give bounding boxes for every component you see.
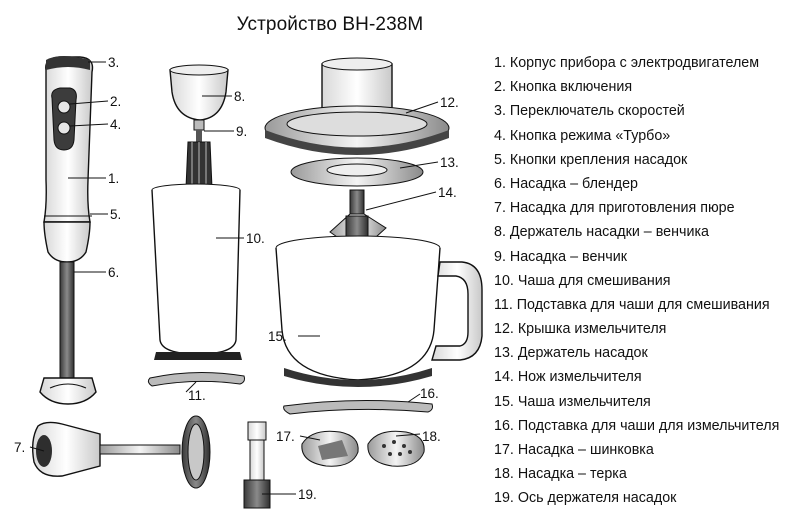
callout-8: 8. — [234, 89, 245, 104]
mixing-bowl — [151, 183, 242, 360]
motor-body — [43, 56, 94, 263]
callout-3: 3. — [108, 55, 119, 70]
whisk — [185, 130, 213, 189]
attachment-holder — [290, 157, 424, 187]
chopper-lid — [264, 57, 450, 155]
puree-attachment — [31, 415, 211, 489]
parts-list-item: 1. Корпус прибора с электродвигателем — [494, 55, 760, 71]
blender-shaft — [39, 261, 97, 405]
chopper-bowl — [275, 235, 483, 387]
callout-18: 18. — [422, 429, 441, 444]
callout-19: 19. — [298, 487, 317, 502]
parts-list-item: 18. Насадка – терка — [494, 466, 627, 483]
parts-list-item: 15. Чаша измельчителя — [494, 393, 651, 410]
mixing-bowl-stand — [147, 371, 245, 387]
parts-list-item: 5. Кнопки крепления насадок — [494, 151, 688, 168]
parts-list-item: 3. Переключатель скоростей — [494, 103, 685, 120]
callout-10: 10. — [246, 231, 265, 246]
parts-list-item: 14. Нож измельчителя — [494, 369, 642, 386]
parts-list-item: 6. Насадка – блендер — [494, 175, 639, 192]
grating-disc — [367, 430, 425, 467]
callout-14: 14. — [438, 185, 457, 200]
callout-2: 2. — [110, 94, 121, 109]
slicing-disc — [301, 430, 359, 467]
parts-list-item: 9. Насадка – венчик — [494, 248, 628, 265]
callout-4: 4. — [110, 117, 121, 132]
parts-list-item: 17. Насадка – шинковка — [494, 442, 654, 458]
parts-list-item: 11. Подставка для чаши для смешивания — [494, 296, 770, 313]
callout-11: 11. — [188, 388, 206, 403]
exploded-view-drawing: 3. 2. 4. 1. 5. 6. 7. 8. 9. 10. 11. 12. 1… — [14, 55, 483, 509]
parts-list-item: 8. Держатель насадки – венчика — [494, 224, 709, 241]
parts-list-item: 4. Кнопка режима «Турбо» — [494, 127, 671, 144]
callout-labels: 3. 2. 4. 1. 5. 6. 7. 8. 9. 10. 11. 12. 1… — [14, 55, 459, 502]
whisk-holder — [169, 64, 229, 131]
callout-17: 17. — [276, 429, 295, 444]
callout-9: 9. — [236, 124, 247, 139]
leader-lines — [29, 61, 439, 495]
callout-5: 5. — [110, 207, 121, 222]
turbo-button — [57, 121, 71, 135]
chopper-bowl-stand — [283, 399, 433, 415]
callout-12: 12. — [440, 95, 459, 110]
callout-6: 6. — [108, 265, 119, 280]
parts-list-item: 16. Подставка для чаши для измельчителя — [494, 417, 780, 434]
power-button — [57, 100, 71, 114]
callout-15: 15. — [268, 329, 287, 344]
parts-list-item: 10. Чаша для смешивания — [494, 272, 671, 289]
parts-list-item: 19. Ось держателя насадок — [494, 490, 677, 507]
parts-list-item: 12. Крышка измельчителя — [494, 321, 667, 338]
parts-list: 1. Корпус прибора с электродвигателем 2.… — [494, 51, 779, 511]
callout-7: 7. — [14, 440, 25, 455]
parts-list-item: 7. Насадка для приготовления пюре — [494, 200, 735, 217]
callout-16: 16. — [420, 386, 439, 401]
callout-1: 1. — [108, 171, 119, 186]
parts-list-item: 2. Кнопка включения — [494, 79, 633, 96]
attachment-axis — [243, 421, 271, 509]
diagram-title: Устройство BH-238M — [236, 14, 424, 35]
callout-13: 13. — [440, 155, 459, 170]
parts-list-item: 13. Держатель насадок — [494, 345, 648, 362]
